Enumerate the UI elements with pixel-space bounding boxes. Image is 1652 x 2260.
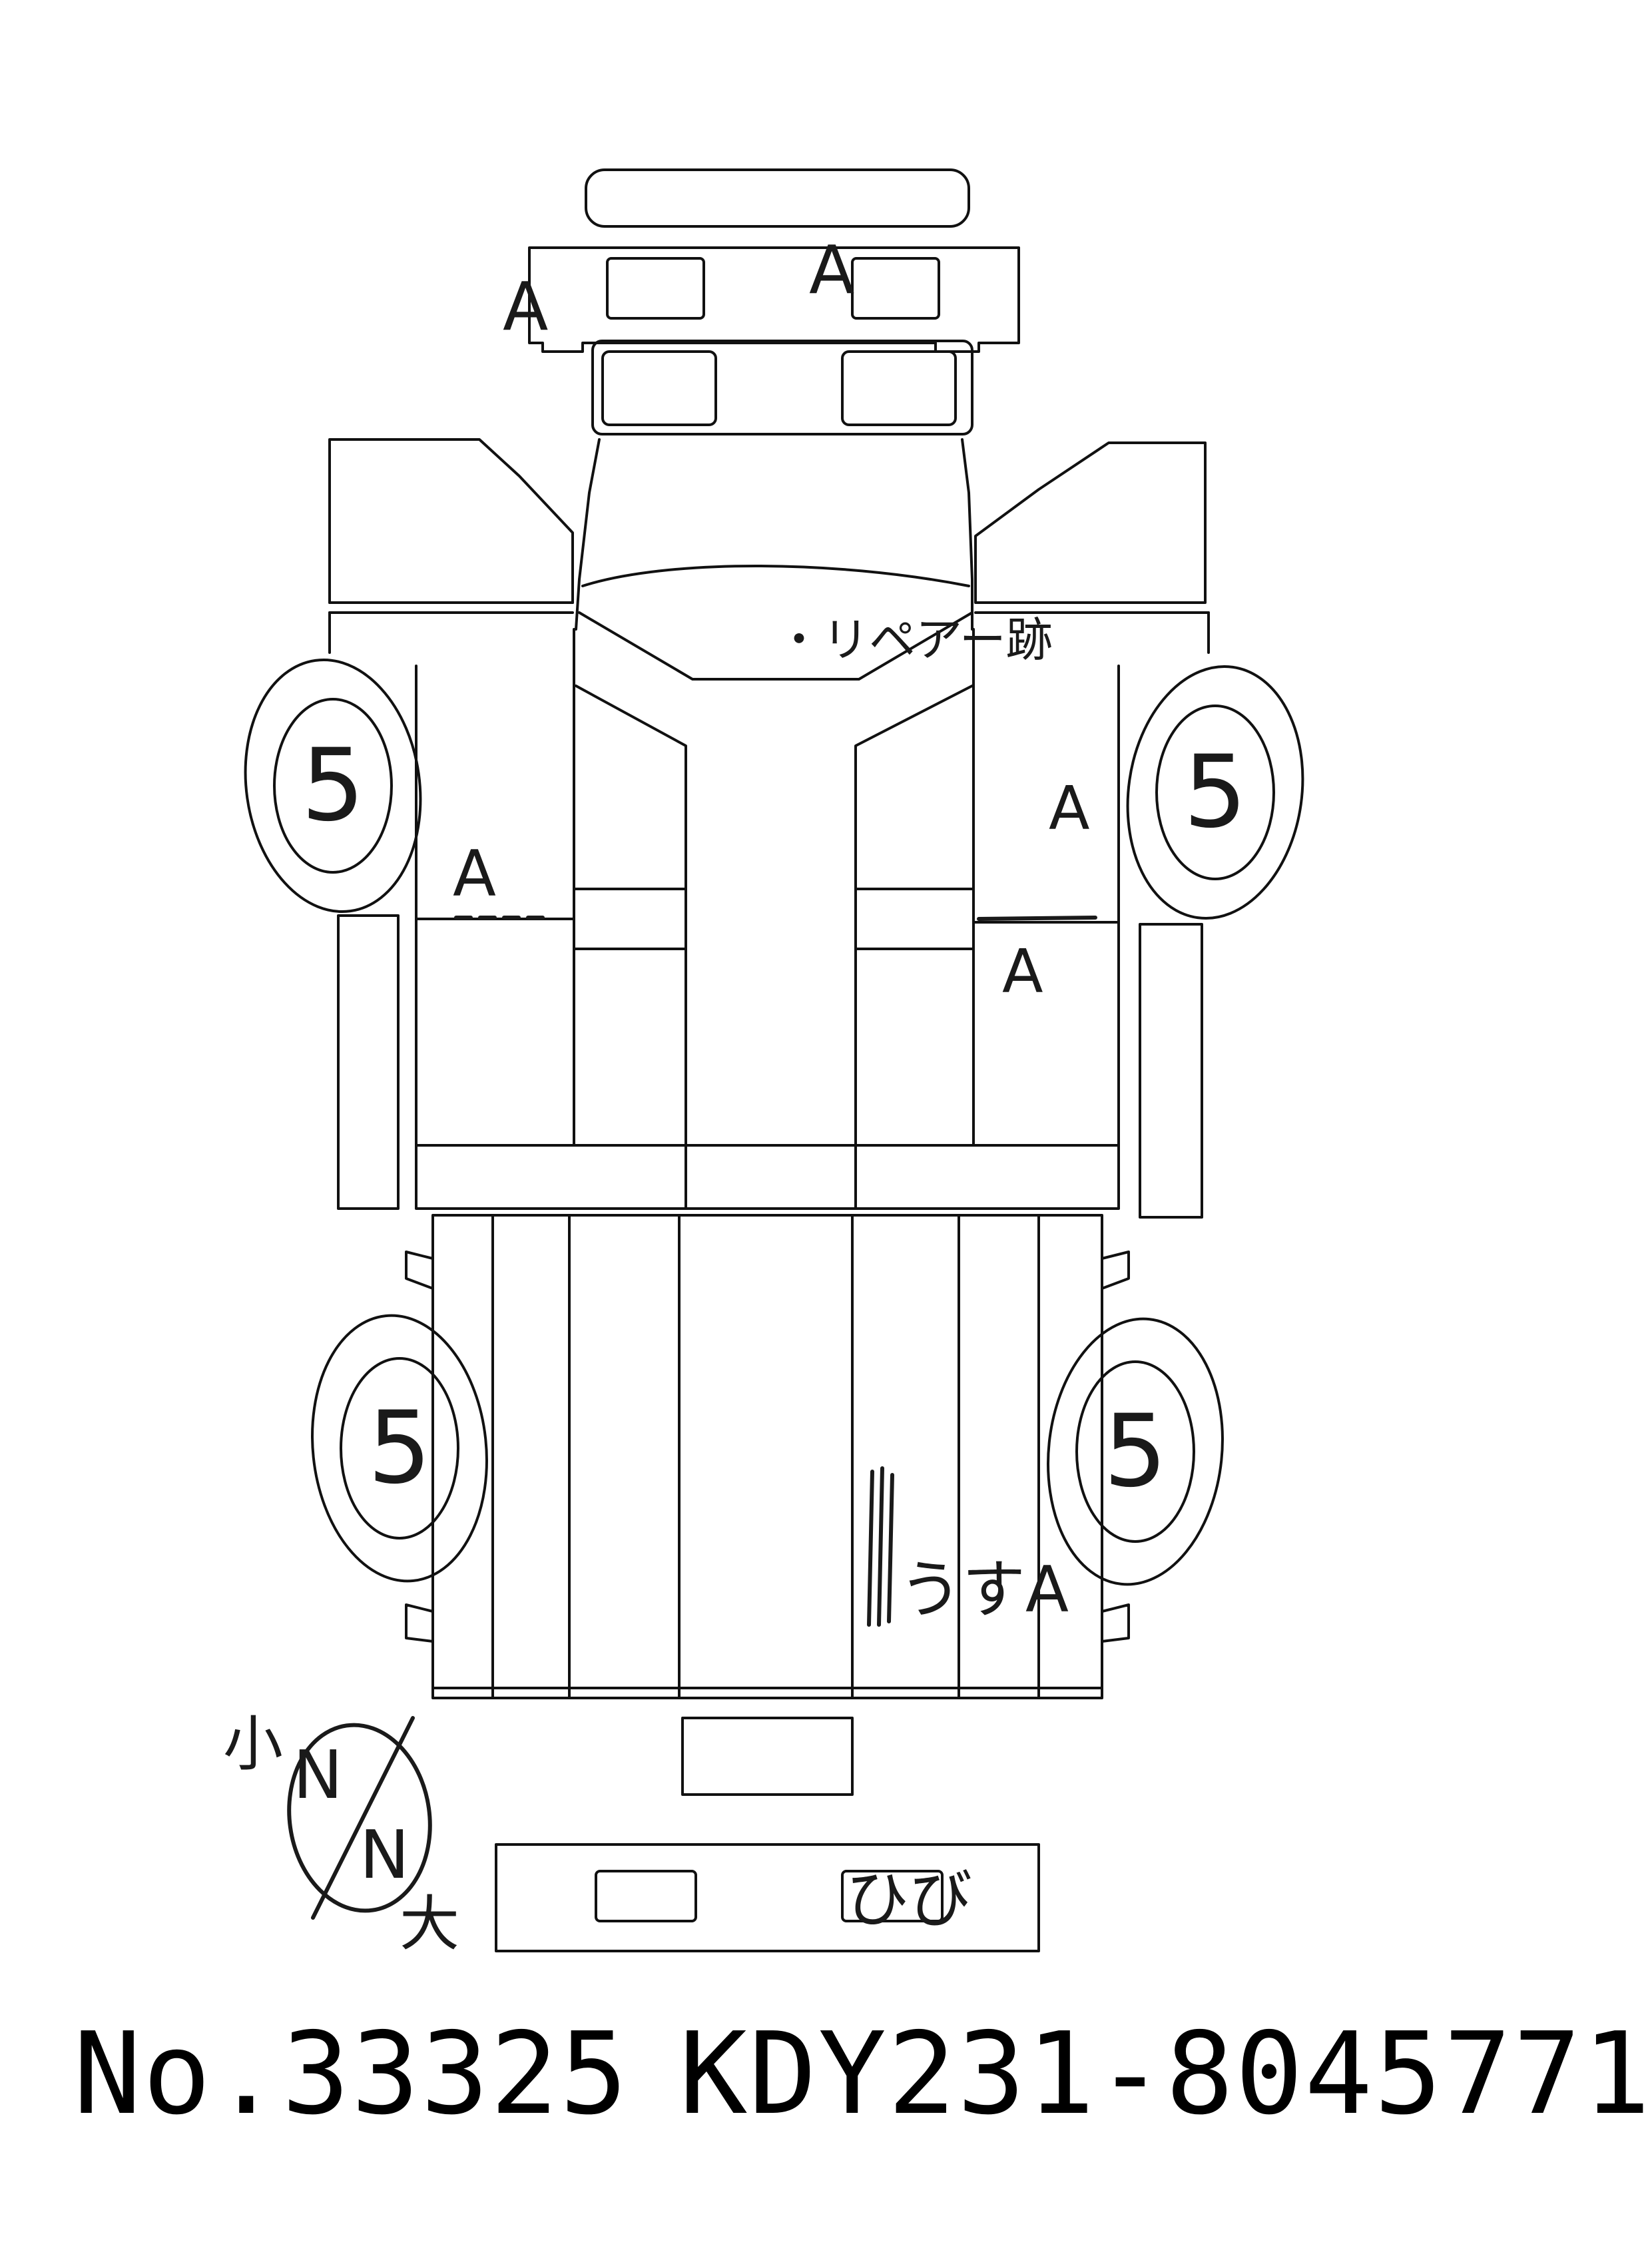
vehicle-inspection-diagram: 5 5 5 5 A A ・リペアー跡 A A A うすA ひび 小 N N 大: [223, 168, 1304, 1959]
tire-grade-rear-right: 5: [1103, 1394, 1167, 1510]
mark-right-door-line: [977, 916, 1097, 921]
mark-front-bumper-center: A: [809, 231, 854, 309]
legend-n-upper: N: [293, 1736, 343, 1814]
mark-hood-repair: ・リペアー跡: [776, 613, 1053, 667]
tire-front-left: 5: [244, 658, 422, 914]
grille: [591, 340, 973, 435]
cab-rear: [415, 1144, 1120, 1210]
tire-rear-right: 5: [1047, 1317, 1224, 1586]
tire-front-right: 5: [1126, 665, 1304, 920]
tire-grade-rear-left: 5: [368, 1390, 431, 1506]
front-bumper: [528, 168, 1020, 353]
mark-right-door: A: [1002, 937, 1043, 1007]
front-left-fender: [328, 438, 574, 614]
stock-number: No.33325: [73, 2008, 629, 2140]
rear-bumper: [495, 1843, 1040, 1952]
hood: [575, 438, 973, 1147]
legend-n-lower: N: [360, 1816, 410, 1894]
chassis-number: KDY231-8045771: [679, 2008, 1652, 2140]
front-right-fender: [974, 441, 1210, 614]
mark-front-bumper-left: A: [503, 268, 548, 346]
mark-tailgate-crack: ひび: [846, 1863, 972, 1936]
mark-bed-scratch: うすA: [899, 1554, 1069, 1627]
truck-bed: [405, 1214, 1130, 1699]
bed-scratch-strokes: [867, 1466, 894, 1627]
rear-hitch: [681, 1717, 854, 1796]
legend-large-label: 大: [400, 1889, 459, 1959]
mark-left-door: A: [453, 838, 496, 911]
cab-sides: [328, 611, 1210, 1219]
legend-small-label: 小: [223, 1709, 283, 1779]
mark-right-fender: A: [1049, 774, 1090, 844]
tire-grade-front-right: 5: [1183, 734, 1246, 850]
size-legend: 小 N N 大: [223, 1709, 459, 1959]
tire-rear-left: 5: [311, 1314, 488, 1583]
tire-grade-front-left: 5: [301, 728, 364, 844]
